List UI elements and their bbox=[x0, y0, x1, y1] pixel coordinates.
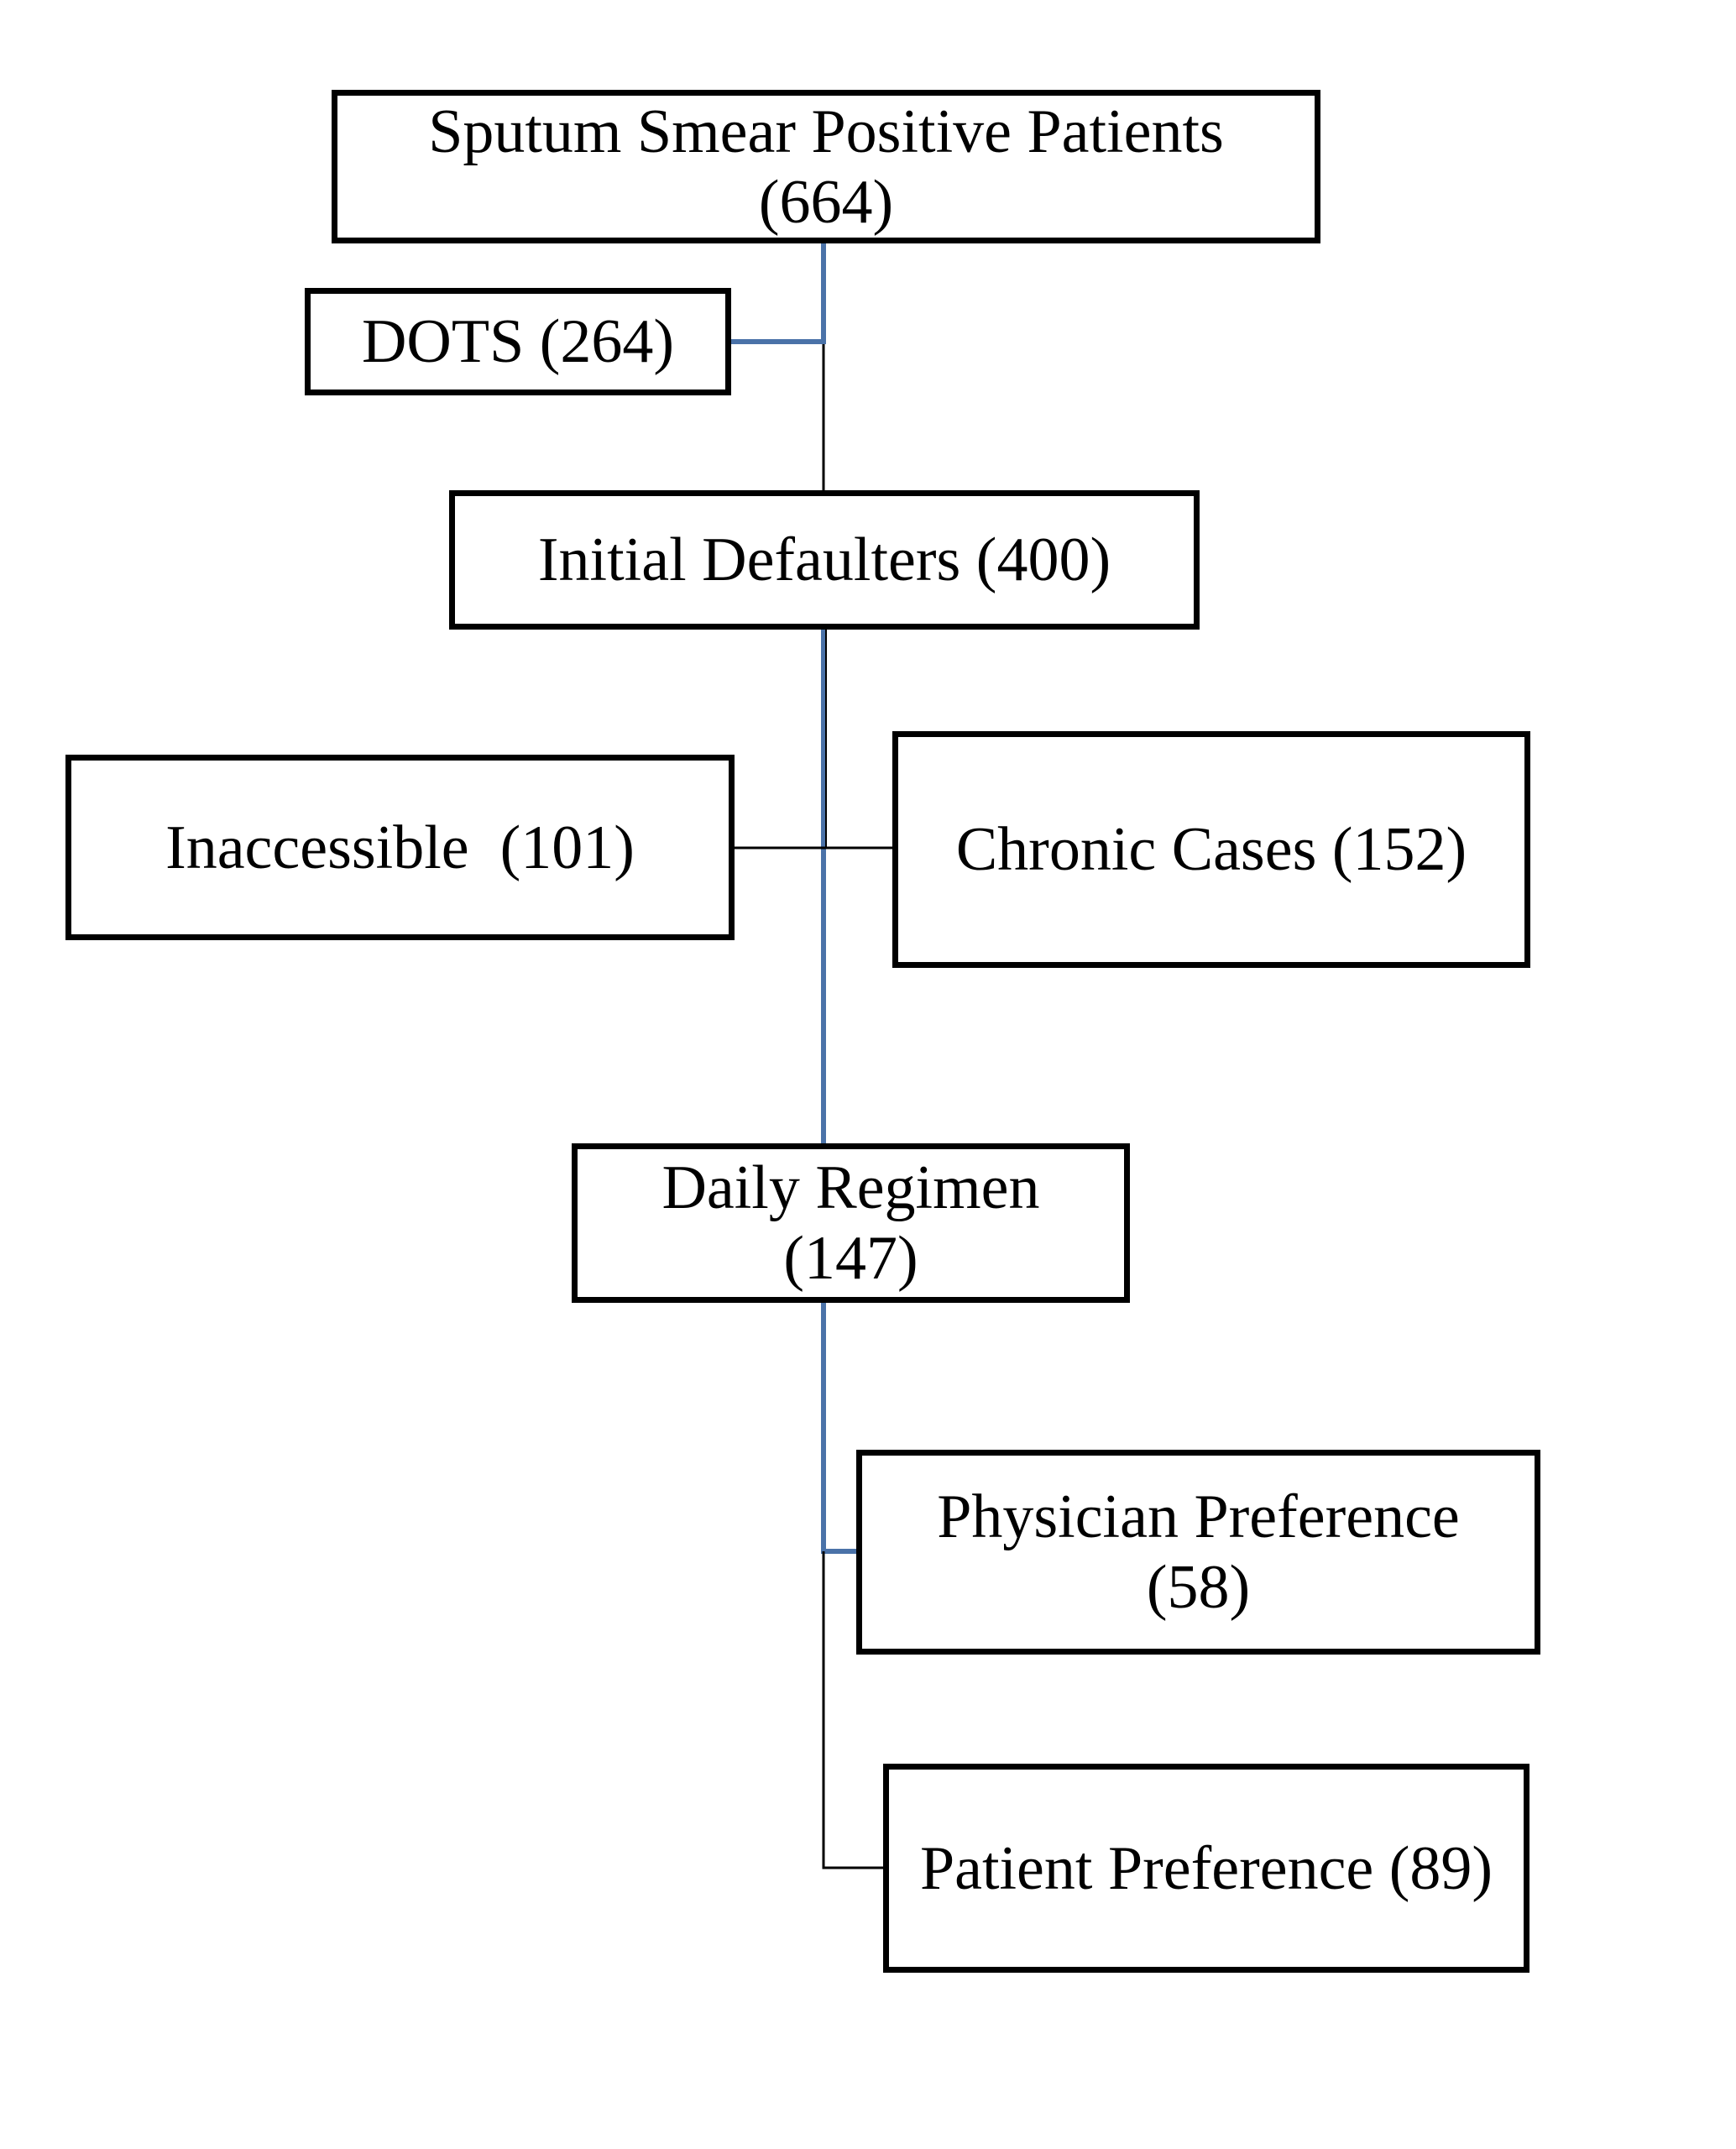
node-daily-regimen-count: (147) bbox=[783, 1224, 918, 1293]
node-daily-regimen-title: Daily Regimen bbox=[661, 1153, 1040, 1222]
node-physician-preference-title: Physician Preference bbox=[937, 1482, 1460, 1551]
node-chronic-cases: Chronic Cases (152) bbox=[892, 731, 1530, 968]
connector-daily-physician bbox=[821, 1303, 856, 1554]
node-dots: DOTS (264) bbox=[305, 288, 731, 395]
node-sputum-title: Sputum Smear Positive Patients bbox=[428, 97, 1224, 166]
node-dots-label: DOTS (264) bbox=[361, 307, 675, 376]
node-patient-preference-label: Patient Preference (89) bbox=[919, 1833, 1493, 1903]
node-inaccessible: Inaccessible (101) bbox=[65, 755, 735, 940]
connector-sputum-dots bbox=[731, 243, 826, 344]
connector-daily-patient bbox=[822, 1551, 883, 1869]
node-daily-regimen: Daily Regimen (147) bbox=[572, 1143, 1130, 1303]
node-chronic-cases-label: Chronic Cases (152) bbox=[955, 815, 1467, 884]
node-initial-defaulters-label: Initial Defaulters (400) bbox=[537, 525, 1111, 594]
node-physician-preference: Physician Preference (58) bbox=[856, 1450, 1540, 1655]
node-patient-preference: Patient Preference (89) bbox=[883, 1764, 1529, 1973]
node-sputum-count: (664) bbox=[758, 167, 894, 237]
node-sputum-smear-positive: Sputum Smear Positive Patients (664) bbox=[332, 90, 1320, 243]
node-initial-defaulters: Initial Defaulters (400) bbox=[449, 490, 1200, 630]
node-physician-preference-count: (58) bbox=[1146, 1553, 1251, 1622]
node-inaccessible-label: Inaccessible (101) bbox=[165, 813, 635, 882]
